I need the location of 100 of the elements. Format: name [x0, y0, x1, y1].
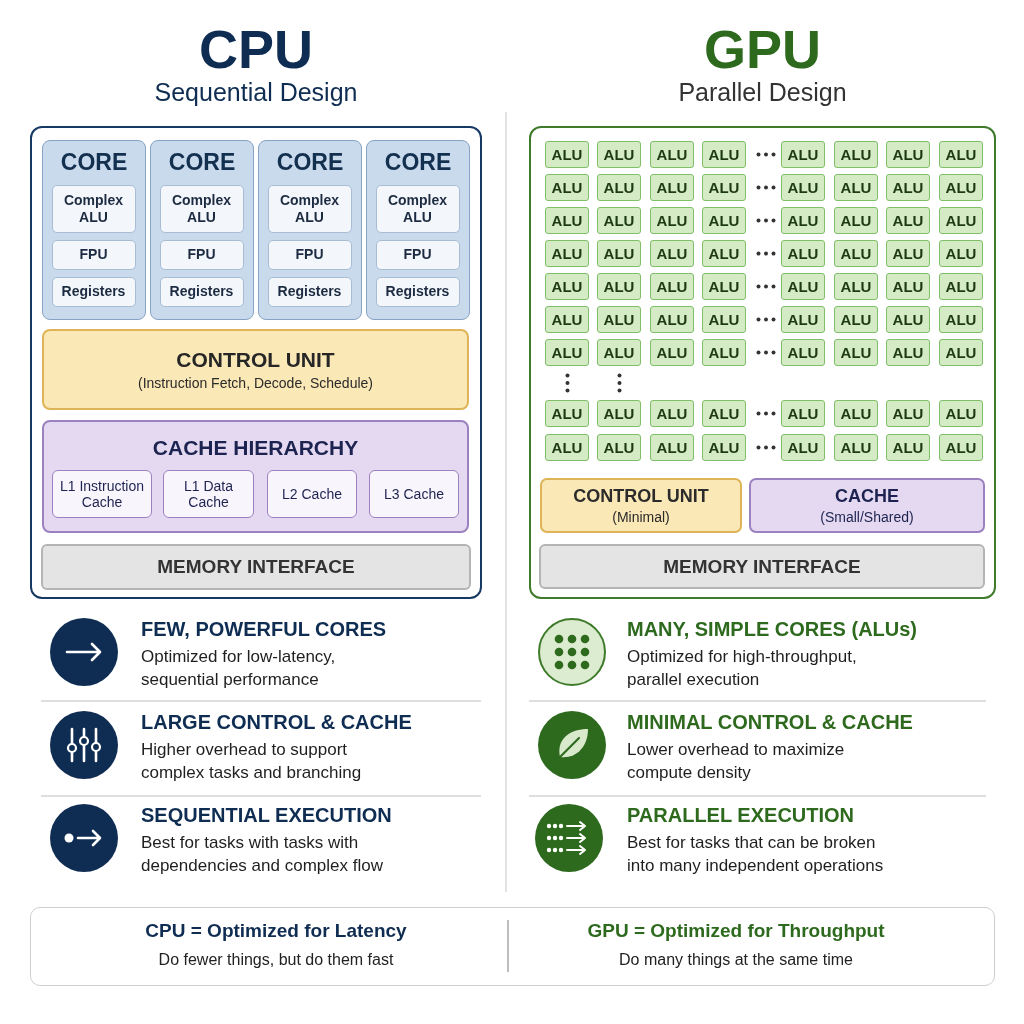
alu-label: ALU: [551, 211, 583, 230]
alu-label: ALU: [945, 310, 977, 329]
alu-box: [781, 240, 825, 267]
alu-label: ALU: [945, 178, 977, 197]
alu-box: [702, 273, 746, 300]
alu-label: ALU: [892, 343, 924, 362]
core-box: [150, 140, 254, 320]
unit-label: FPU: [79, 246, 108, 263]
block-subtitle: (Minimal): [612, 508, 670, 525]
alu-label: ALU: [551, 178, 583, 197]
alu-label: ALU: [840, 438, 872, 457]
unit-box: [159, 276, 244, 307]
unit-label: Registers: [385, 283, 450, 300]
alu-box: [939, 339, 983, 366]
alu-label: ALU: [656, 343, 688, 362]
feature-heading: LARGE CONTROL & CACHE: [141, 711, 412, 734]
alu-box: [702, 174, 746, 201]
unit-label: Registers: [277, 283, 342, 300]
alu-box: [834, 141, 878, 168]
alu-box: [545, 174, 589, 201]
alu-label: ALU: [656, 211, 688, 230]
alu-box: [597, 339, 641, 366]
alu-label: ALU: [603, 244, 635, 263]
block-title: CACHE HIERARCHY: [152, 436, 359, 461]
alu-box: [781, 306, 825, 333]
alu-label: ALU: [708, 244, 740, 263]
alu-label: ALU: [708, 343, 740, 362]
alu-box: [939, 141, 983, 168]
core-box: [42, 140, 146, 320]
alu-box: [545, 207, 589, 234]
alu-label: ALU: [708, 310, 740, 329]
alu-label: ALU: [551, 404, 583, 423]
memory-interface-bar: [539, 544, 985, 589]
summary-heading: CPU = Optimized for Latency: [145, 920, 407, 942]
alu-box: [886, 273, 930, 300]
alu-label: ALU: [892, 244, 924, 263]
control-unit-box: [42, 329, 469, 410]
unit-label: Registers: [169, 283, 234, 300]
alu-label: ALU: [656, 310, 688, 329]
alu-label: ALU: [708, 404, 740, 423]
alu-label: ALU: [708, 211, 740, 230]
block-title: MEMORY INTERFACE: [663, 555, 861, 578]
alu-box: [597, 306, 641, 333]
alu-box: [886, 306, 930, 333]
core-box: [366, 140, 470, 320]
unit-box: [267, 276, 352, 307]
alu-label: ALU: [603, 145, 635, 164]
alu-box: [834, 240, 878, 267]
unit-label: FPU: [187, 246, 216, 263]
alu-box: [650, 207, 694, 234]
block-subtitle: (Small/Shared): [820, 508, 914, 525]
unit-box: [267, 239, 352, 270]
alu-label: ALU: [603, 178, 635, 197]
alu-box: [597, 400, 641, 427]
alu-label: ALU: [787, 438, 819, 457]
alu-label: ALU: [551, 438, 583, 457]
alu-label: ALU: [603, 404, 635, 423]
alu-label: ALU: [787, 211, 819, 230]
alu-box: [702, 141, 746, 168]
summary-text: Do many things at the same time: [619, 951, 853, 970]
panel-subheading: Parallel Design: [678, 80, 847, 105]
alu-box: [834, 306, 878, 333]
cache-box: [749, 478, 985, 533]
cache-level-box: [52, 470, 152, 518]
alu-label: ALU: [840, 404, 872, 423]
alu-box: [650, 141, 694, 168]
alu-box: [886, 174, 930, 201]
alu-label: ALU: [840, 211, 872, 230]
alu-label: ALU: [945, 211, 977, 230]
unit-box: [375, 184, 460, 233]
alu-label: ALU: [892, 211, 924, 230]
unit-box: [51, 184, 136, 233]
alu-box: [545, 434, 589, 461]
alu-label: ALU: [892, 404, 924, 423]
unit-label: Complex ALU: [386, 192, 449, 225]
unit-label: Complex ALU: [62, 192, 125, 225]
feature-text: Higher overhead to support complex tasks and branching: [141, 739, 363, 784]
alu-box: [650, 339, 694, 366]
alu-box: [939, 400, 983, 427]
alu-box: [650, 434, 694, 461]
alu-label: ALU: [551, 244, 583, 263]
alu-box: [702, 434, 746, 461]
alu-label: ALU: [840, 277, 872, 296]
alu-label: ALU: [551, 277, 583, 296]
alu-box: [650, 306, 694, 333]
alu-box: [545, 400, 589, 427]
unit-label: FPU: [403, 246, 432, 263]
alu-label: ALU: [892, 438, 924, 457]
alu-box: [597, 141, 641, 168]
alu-box: [781, 434, 825, 461]
panel-heading: CPU: [199, 22, 313, 76]
unit-label: L1 Instruction Cache: [58, 477, 146, 511]
alu-box: [650, 240, 694, 267]
unit-label: Complex ALU: [170, 192, 233, 225]
alu-box: [545, 273, 589, 300]
alu-box: [597, 434, 641, 461]
alu-label: ALU: [603, 343, 635, 362]
alu-box: [702, 339, 746, 366]
core-label: CORE: [276, 149, 344, 176]
unit-box: [267, 184, 352, 233]
